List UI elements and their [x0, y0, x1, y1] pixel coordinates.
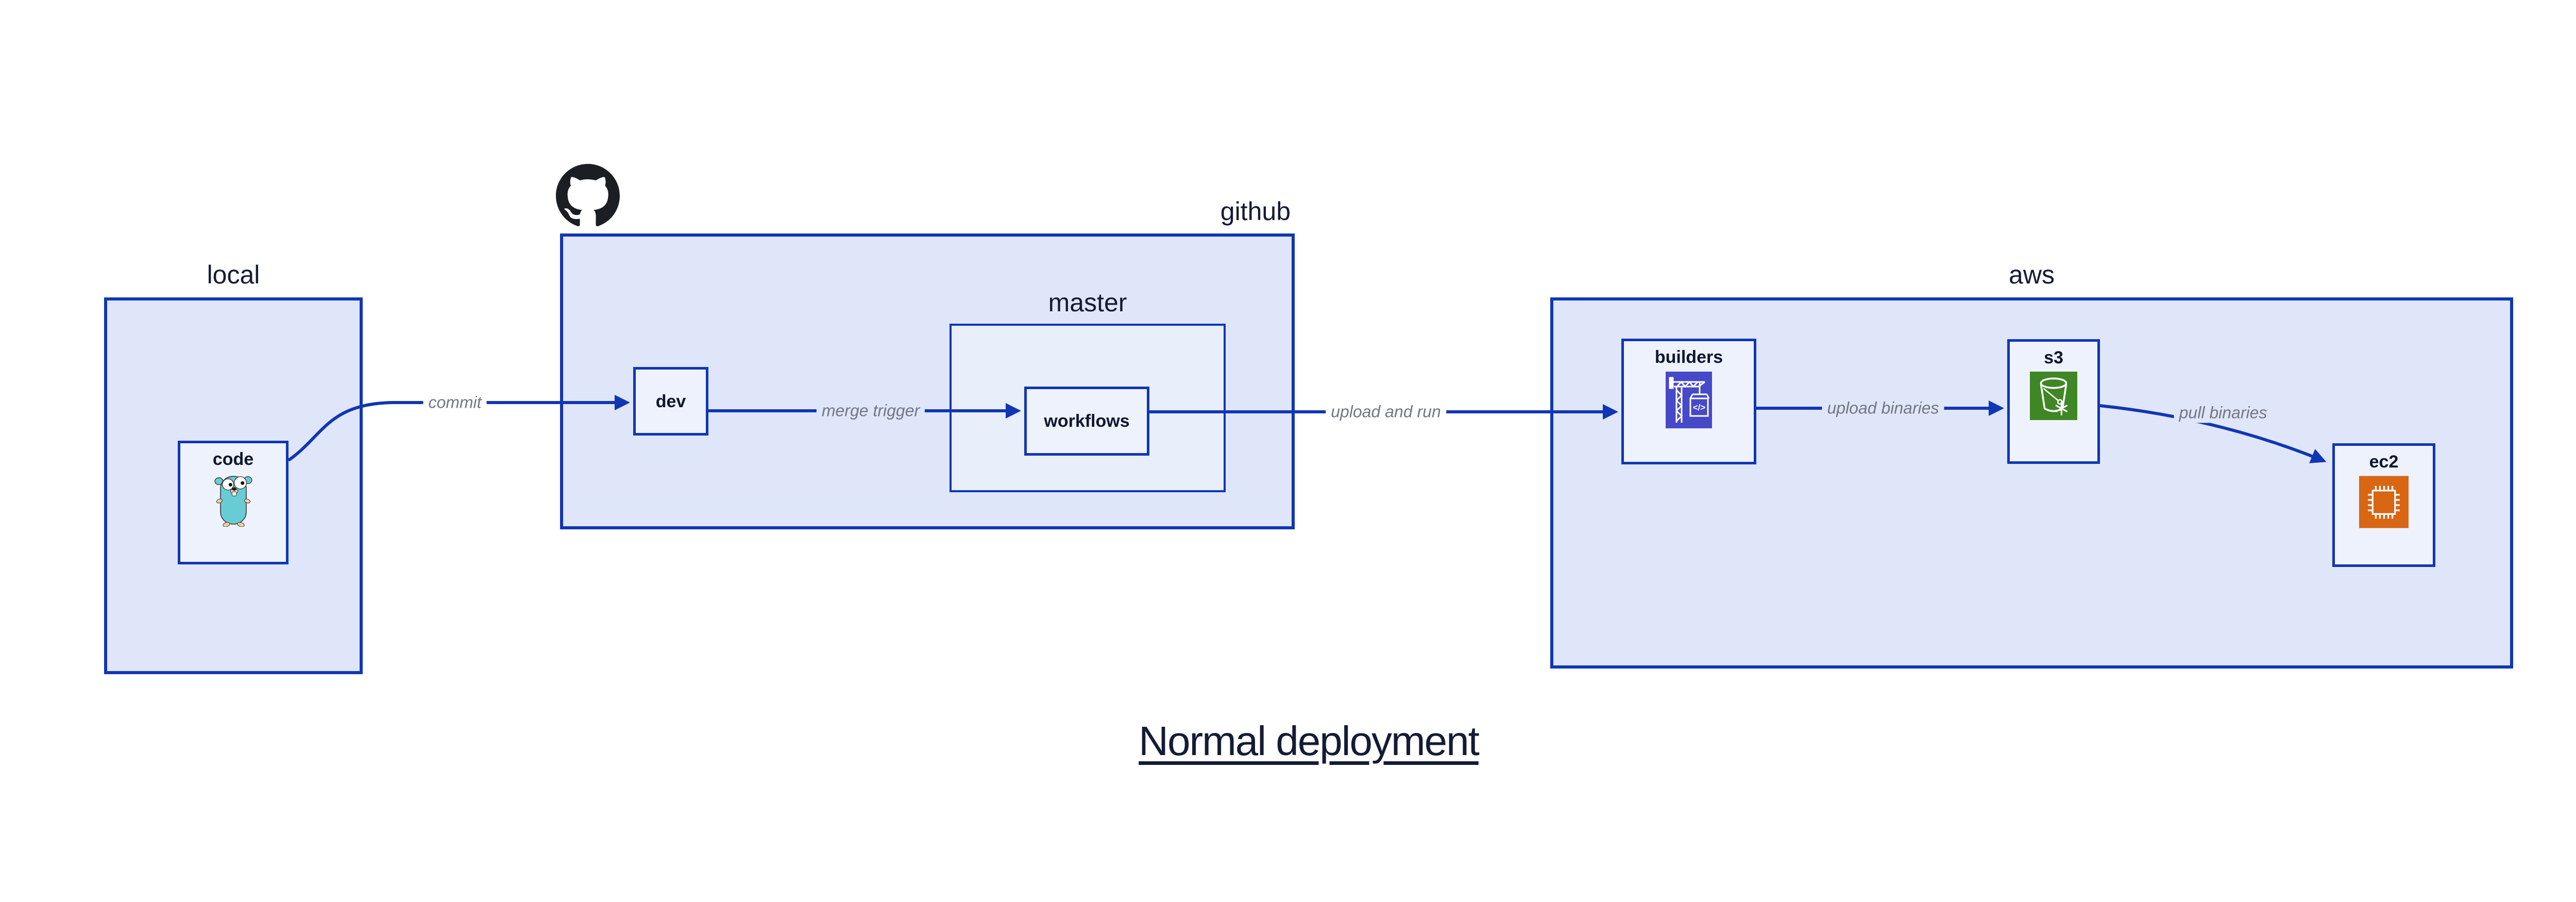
- container-aws-label: aws: [2009, 260, 2055, 289]
- svg-text:</>: </>: [1693, 403, 1706, 412]
- node-code-label: code: [212, 449, 254, 469]
- go-gopher-icon: [214, 476, 252, 527]
- edge-label-pull-binaries: pull binaries: [2174, 403, 2273, 423]
- aws-codebuild-icon: </>: [1666, 372, 1712, 428]
- node-dev: dev: [633, 367, 708, 436]
- node-ec2: ec2: [2332, 443, 2435, 567]
- edge-pull-binaries: [2099, 404, 2327, 463]
- node-builders-label: builders: [1654, 347, 1723, 367]
- container-github-label: github: [1220, 197, 1291, 226]
- node-dev-label: dev: [655, 391, 686, 411]
- node-builders: builders </>: [1621, 339, 1756, 464]
- node-workflows: workflows: [1024, 387, 1149, 456]
- edge-commit: [287, 395, 630, 462]
- container-master-label: master: [1048, 288, 1127, 317]
- edge-label-upload-binaries: upload binaries: [1822, 398, 1944, 419]
- aws-ec2-chip-icon: [2359, 476, 2409, 528]
- edge-label-upload-and-run: upload and run: [1326, 402, 1446, 422]
- diagram-title: Normal deployment: [1139, 718, 1480, 764]
- github-logo-icon: [556, 164, 620, 226]
- edge-label-commit: commit: [423, 392, 487, 413]
- node-s3-label: s3: [2044, 348, 2063, 368]
- node-code: code: [178, 441, 289, 564]
- edge-label-merge-trigger: merge trigger: [816, 400, 925, 421]
- aws-s3-bucket-icon: [2030, 372, 2077, 420]
- node-workflows-label: workflows: [1044, 411, 1130, 431]
- node-ec2-label: ec2: [2369, 452, 2399, 472]
- container-local-label: local: [207, 260, 260, 289]
- node-s3: s3: [2007, 339, 2100, 464]
